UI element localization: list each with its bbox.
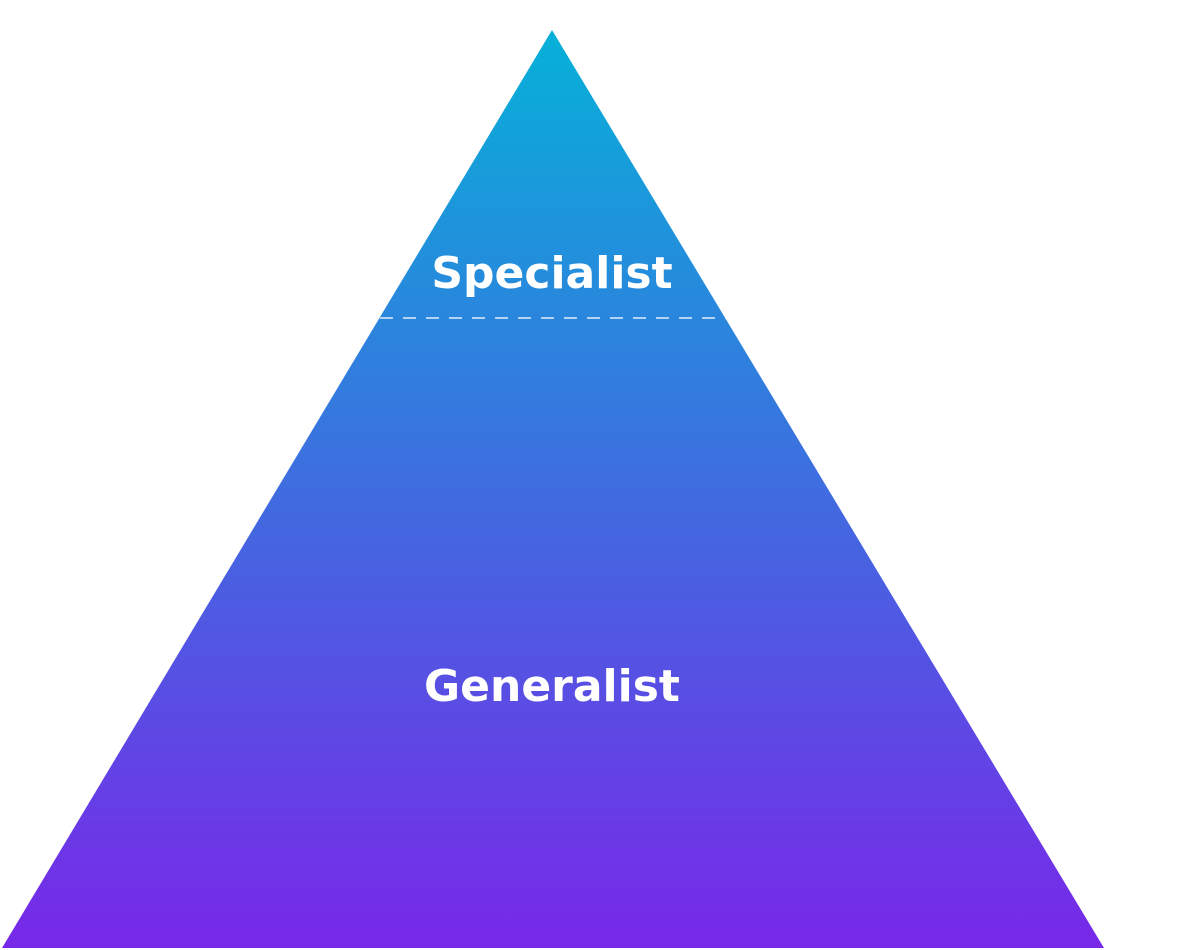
pyramid-triangle bbox=[2, 30, 1104, 948]
specialist-label: Specialist bbox=[431, 248, 673, 299]
generalist-label: Generalist bbox=[424, 661, 680, 712]
